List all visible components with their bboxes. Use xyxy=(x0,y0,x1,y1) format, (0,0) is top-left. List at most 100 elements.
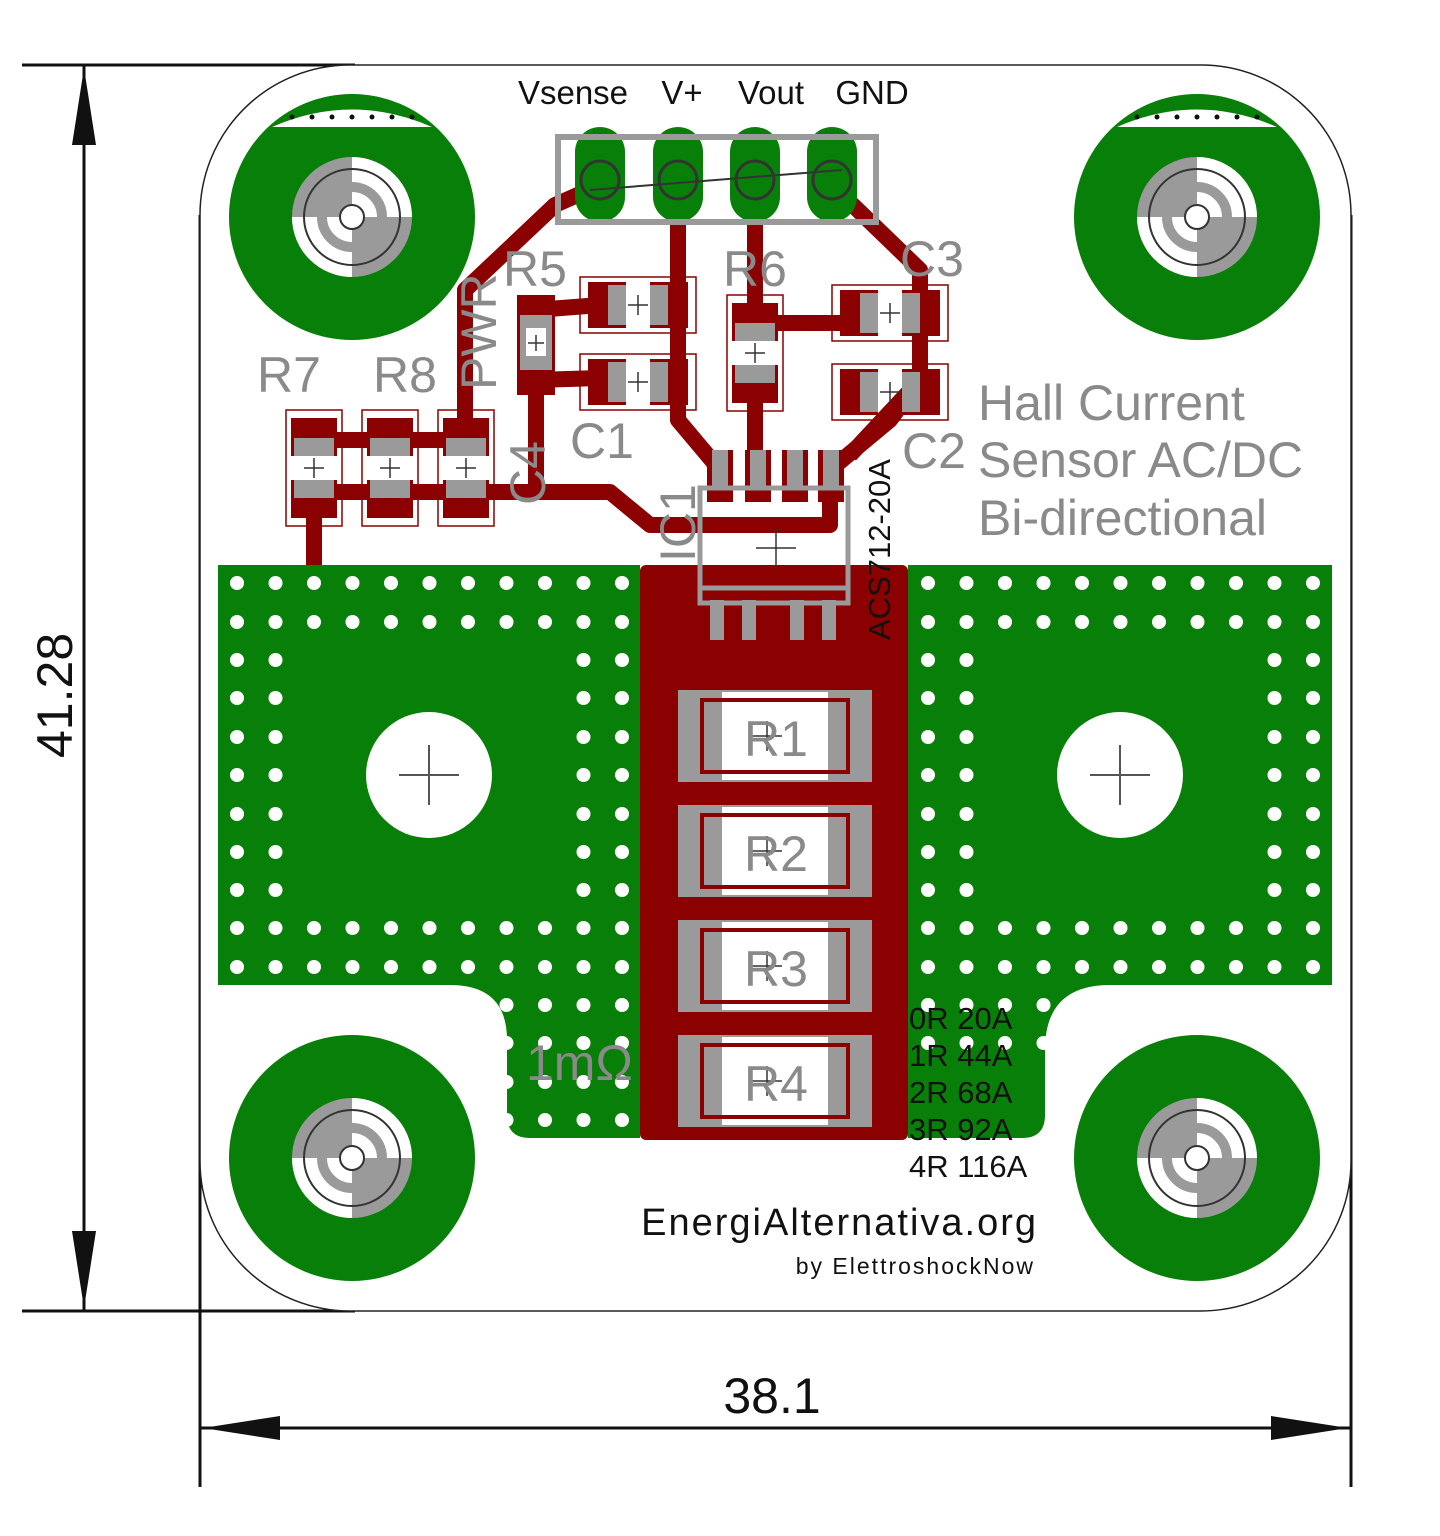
c3-capacitor xyxy=(831,284,949,342)
header-connector xyxy=(555,127,879,225)
via xyxy=(998,998,1012,1012)
via xyxy=(959,883,974,897)
via xyxy=(461,576,475,590)
pin-label-gnd: GND xyxy=(835,74,908,111)
hole-inner-ring xyxy=(1162,1123,1232,1193)
via xyxy=(1152,960,1166,974)
c4-capacitor xyxy=(437,409,495,527)
via xyxy=(959,653,974,667)
via xyxy=(959,807,974,821)
via xyxy=(615,921,629,935)
via xyxy=(422,921,437,935)
shunt-resistor-3 xyxy=(678,920,872,1012)
via xyxy=(384,615,398,629)
via xyxy=(268,807,283,821)
via xyxy=(959,615,974,629)
via xyxy=(538,576,552,590)
via xyxy=(268,960,283,974)
terminal-crosshairs xyxy=(399,745,1150,805)
label-r6: R6 xyxy=(723,241,787,297)
range-4r: 4R 116A xyxy=(909,1149,1028,1184)
label-ic1-part: ACS712-20A xyxy=(862,459,897,640)
drill-hole xyxy=(1184,1145,1210,1171)
label-pwr: PWR xyxy=(451,273,507,390)
r6-resistor xyxy=(726,294,784,412)
via xyxy=(615,883,629,897)
range-1r: 1R 44A xyxy=(909,1038,1013,1073)
via xyxy=(1267,615,1282,629)
label-c4: C4 xyxy=(500,441,556,505)
via xyxy=(959,998,974,1012)
via xyxy=(345,576,360,590)
via xyxy=(422,615,437,629)
via xyxy=(1267,768,1282,782)
via xyxy=(499,615,514,629)
via xyxy=(1267,921,1282,935)
via xyxy=(1190,576,1205,590)
hole-outline xyxy=(303,1109,401,1207)
mounting-holes xyxy=(229,94,1320,1281)
via xyxy=(230,883,244,897)
via xyxy=(998,960,1012,974)
via xyxy=(576,921,591,935)
keepout-dot xyxy=(289,114,295,120)
range-2r: 2R 68A xyxy=(909,1075,1013,1110)
via xyxy=(461,615,475,629)
keepout-dot xyxy=(349,114,355,120)
via xyxy=(921,730,935,744)
via-array xyxy=(230,576,1320,1127)
via xyxy=(1306,730,1320,744)
via xyxy=(268,615,283,629)
via xyxy=(576,576,591,590)
component-designators: R5 R6 C3 R7 R8 PWR C1 C4 C2 IC1 1mΩ R1 R… xyxy=(257,231,966,1112)
via xyxy=(615,730,629,744)
via xyxy=(538,1075,552,1089)
via xyxy=(959,960,974,974)
drill-hole xyxy=(339,204,365,230)
via xyxy=(576,807,591,821)
via xyxy=(615,807,629,821)
shunt-resistor-1 xyxy=(678,690,872,782)
board-title: Hall Current Sensor AC/DC Bi-directional xyxy=(978,375,1303,546)
shunt-resistor-4 xyxy=(678,1035,872,1127)
smd-components xyxy=(285,276,949,527)
via xyxy=(1113,615,1128,629)
via xyxy=(1267,960,1282,974)
label-r2: R2 xyxy=(744,826,808,882)
via xyxy=(921,653,935,667)
via xyxy=(576,730,591,744)
via xyxy=(615,653,629,667)
ic1-package xyxy=(697,450,851,640)
via xyxy=(1036,960,1051,974)
via xyxy=(1306,883,1320,897)
via xyxy=(959,921,974,935)
via xyxy=(230,576,244,590)
via xyxy=(1075,960,1089,974)
via xyxy=(1306,921,1320,935)
via xyxy=(499,576,514,590)
via xyxy=(615,768,629,782)
via xyxy=(1267,576,1282,590)
keepout-dot xyxy=(309,114,315,120)
via xyxy=(422,576,437,590)
via xyxy=(921,768,935,782)
via xyxy=(959,845,974,859)
via xyxy=(615,1036,629,1050)
via xyxy=(345,615,360,629)
via xyxy=(1152,615,1166,629)
via xyxy=(1306,576,1320,590)
hole-inner-ring xyxy=(1162,182,1232,252)
via xyxy=(615,998,629,1012)
via xyxy=(538,960,552,974)
via xyxy=(959,691,974,705)
via xyxy=(1113,921,1128,935)
via xyxy=(921,960,935,974)
via xyxy=(1229,615,1243,629)
height-dimension-label: 41.28 xyxy=(27,633,83,758)
via xyxy=(615,845,629,859)
via xyxy=(307,576,321,590)
via xyxy=(1036,1036,1051,1050)
keepout-dot xyxy=(1194,114,1200,120)
via xyxy=(384,576,398,590)
pwr-led xyxy=(517,295,555,395)
